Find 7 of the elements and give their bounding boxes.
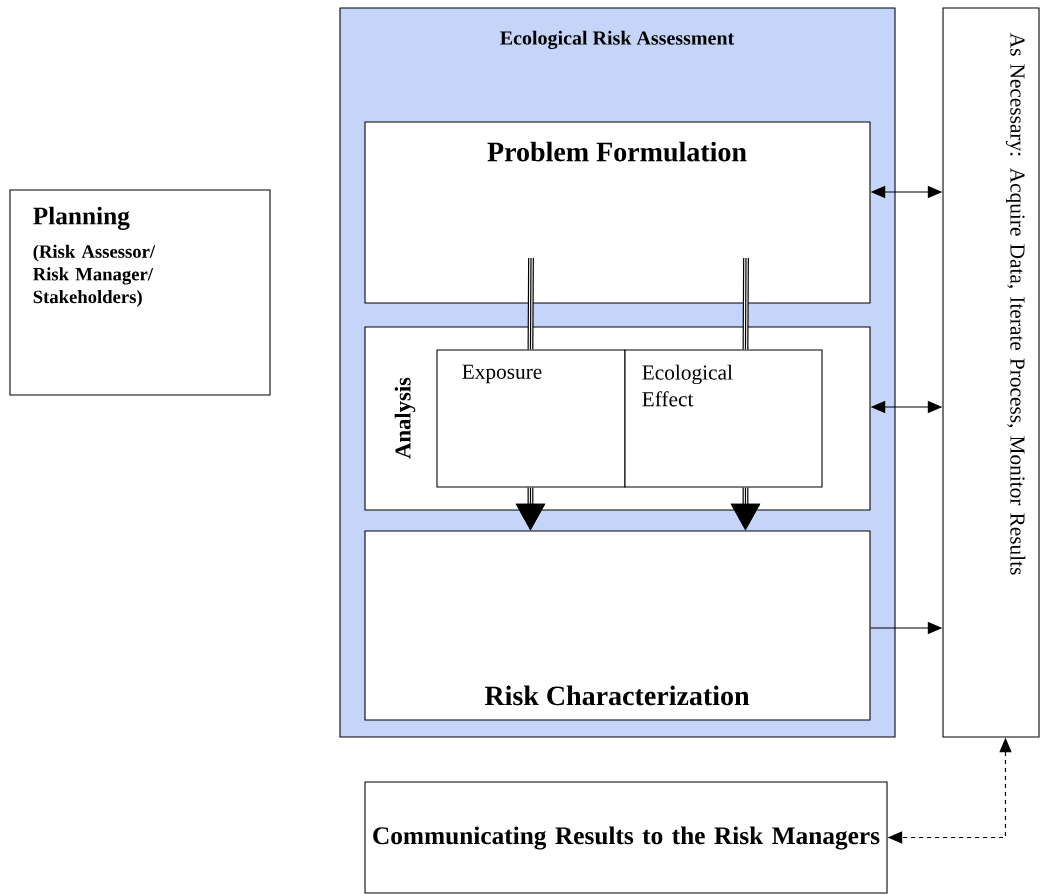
process-box: Risk Characterization — [364, 530, 871, 721]
process-box: Problem Formulation — [364, 121, 871, 304]
planning-box: Planning (Risk Assessor/ Risk Manager/ Stakeholders) — [9, 189, 271, 396]
note-box: As Necessary: Acquire Data, Iterate Process, Monitor Results — [942, 7, 1040, 738]
process-box: Communicating Results to the Risk Managers — [364, 781, 888, 894]
process-box: Exposure — [436, 349, 626, 488]
process-box: Ecological Effect — [624, 349, 823, 488]
